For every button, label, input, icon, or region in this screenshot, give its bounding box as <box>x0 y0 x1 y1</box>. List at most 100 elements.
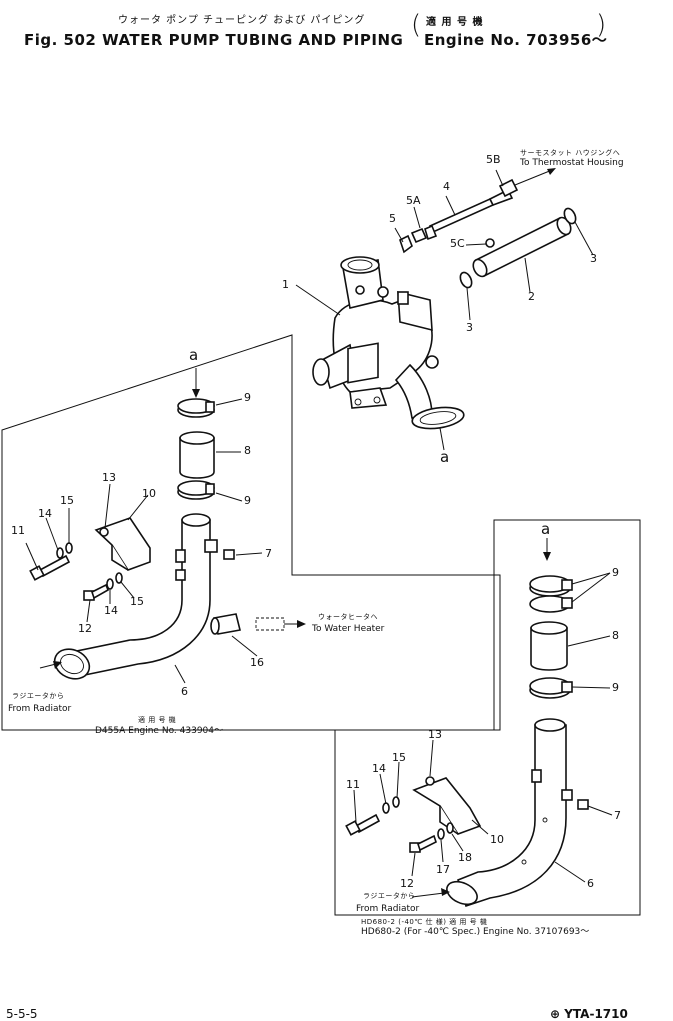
document-code: ⊕ YTA-1710 <box>550 1007 628 1021</box>
pipe-6-right <box>446 718 573 908</box>
fitting-5a <box>410 227 428 244</box>
applicable-engine: Engine No. 703956～ <box>424 31 608 49</box>
bolt-11-right <box>345 813 381 836</box>
bracket-10-right <box>412 776 482 835</box>
from-radiator-right-japanese: ラジエータから <box>363 892 416 900</box>
hose-8-left <box>179 431 215 479</box>
label-right-part-7: 7 <box>614 809 621 822</box>
leader-lines-right <box>353 572 613 883</box>
label-left-part-7: 7 <box>265 547 272 560</box>
label-left-part-16: 16 <box>250 656 264 669</box>
right-model-line1: HD680-2 (-40℃ 仕 様) 適 用 号 機 <box>361 918 488 926</box>
arrow-head-water-heater <box>297 620 306 628</box>
from-radiator-right-label: From Radiator <box>356 904 420 914</box>
arrow-head-radiator-right <box>441 888 450 896</box>
label-right-part-15: 15 <box>392 751 406 764</box>
applicable-japanese: 適 用 号 機 <box>426 17 484 28</box>
label-part-5b: 5B <box>486 153 501 166</box>
label-right-part-11: 11 <box>346 778 360 791</box>
tube-part-2 <box>472 216 572 278</box>
washer-17-right <box>437 828 445 840</box>
elbow-5 <box>399 234 413 254</box>
label-right-part-9-lower: 9 <box>612 681 619 694</box>
label-part-3-upper: 3 <box>590 252 597 265</box>
label-left-part-14-upper: 14 <box>38 507 52 520</box>
pipe-6-left <box>53 513 218 680</box>
washer-15-left-lower <box>115 572 123 584</box>
washer-14-left-upper <box>56 547 64 559</box>
arrow-line-thermostat <box>514 169 553 186</box>
washer-14-right <box>382 802 390 814</box>
label-left-part-13: 13 <box>102 471 116 484</box>
label-part-5c: 5C <box>450 237 465 250</box>
pipe-part-4 <box>424 188 514 241</box>
washer-15-right <box>392 796 400 808</box>
leader-lines-top <box>295 169 594 451</box>
label-part-2: 2 <box>528 290 535 303</box>
hose-8-right <box>530 621 568 671</box>
hose-clamp-9-lower <box>177 480 215 500</box>
washer-14-left-lower <box>106 578 114 590</box>
label-left-part-14-lower: 14 <box>104 604 118 617</box>
label-right-part-10: 10 <box>490 833 504 846</box>
label-right-part-6: 6 <box>587 877 594 890</box>
to-thermostat-japanese: サーモスタット ハウジングへ <box>520 149 621 157</box>
label-part-5a: 5A <box>406 194 421 207</box>
left-model-japanese: 適 用 号 機 <box>138 716 177 724</box>
plug-7-right <box>577 799 589 810</box>
arrow-head-radiator-left <box>53 661 62 669</box>
hose-clamp-9-upper <box>177 398 215 418</box>
arrow-line-radiator-right <box>411 892 445 898</box>
label-right-part-17: 17 <box>436 863 450 876</box>
title-japanese: ウォータ ポンプ チューピング および パイピング <box>118 15 366 26</box>
left-assembly-frame <box>1 334 501 731</box>
label-left-part-11: 11 <box>11 524 25 537</box>
water-pump-body <box>312 256 465 430</box>
right-model-line2: HD680-2 (For -40℃ Spec.) Engine No. 3710… <box>361 927 590 937</box>
bracket-close: ) <box>596 10 607 40</box>
label-left-part-10: 10 <box>142 487 156 500</box>
label-right-part-8: 8 <box>612 629 619 642</box>
left-model-label: D455A Engine No. 433904～ <box>95 726 223 736</box>
fitting-5b <box>498 178 519 198</box>
hose-clamp-9-right-upper <box>529 575 573 613</box>
label-left-part-15-upper: 15 <box>60 494 74 507</box>
bracket-open: ( <box>411 10 422 40</box>
bolt-12-left <box>83 583 110 601</box>
o-ring-3-lower <box>459 271 473 289</box>
bolt-11-left <box>29 554 71 581</box>
label-arrow-a-right: a <box>541 520 551 538</box>
bolt-12-right <box>409 834 437 853</box>
label-left-part-9-lower: 9 <box>244 494 251 507</box>
arrow-head-thermostat <box>547 168 556 175</box>
hose-fitting-16 <box>210 613 285 635</box>
leader-lines-left <box>25 398 263 684</box>
label-left-part-6: 6 <box>181 685 188 698</box>
to-water-heater-japanese: ウォータヒータヘ <box>318 613 378 621</box>
hose-clamp-9-right-lower <box>529 677 573 699</box>
figure-title: Fig. 502 WATER PUMP TUBING AND PIPING <box>24 31 404 49</box>
label-left-part-9-upper: 9 <box>244 391 251 404</box>
right-assembly-frame <box>334 519 641 916</box>
label-right-part-18: 18 <box>458 851 472 864</box>
bracket-10-left <box>94 517 151 571</box>
label-right-part-13: 13 <box>428 728 442 741</box>
label-left-part-8: 8 <box>244 444 251 457</box>
label-part-1: 1 <box>282 278 289 291</box>
from-radiator-left-label: From Radiator <box>8 704 72 714</box>
washer-18-right <box>446 822 454 834</box>
label-arrow-a-left: a <box>189 346 199 364</box>
label-right-part-9-upper: 9 <box>612 566 619 579</box>
arrow-head-a-left <box>192 389 200 398</box>
arrow-head-a-right <box>543 552 551 561</box>
label-left-part-15-lower: 15 <box>130 595 144 608</box>
plug-5c <box>485 238 495 248</box>
label-right-part-14: 14 <box>372 762 386 775</box>
arrow-line-radiator-left <box>39 663 57 669</box>
label-arrow-a-top: a <box>440 448 450 466</box>
plug-7-left <box>223 549 235 560</box>
to-thermostat-label: To Thermostat Housing <box>520 158 624 168</box>
label-part-5: 5 <box>389 212 396 225</box>
label-part-4: 4 <box>443 180 450 193</box>
